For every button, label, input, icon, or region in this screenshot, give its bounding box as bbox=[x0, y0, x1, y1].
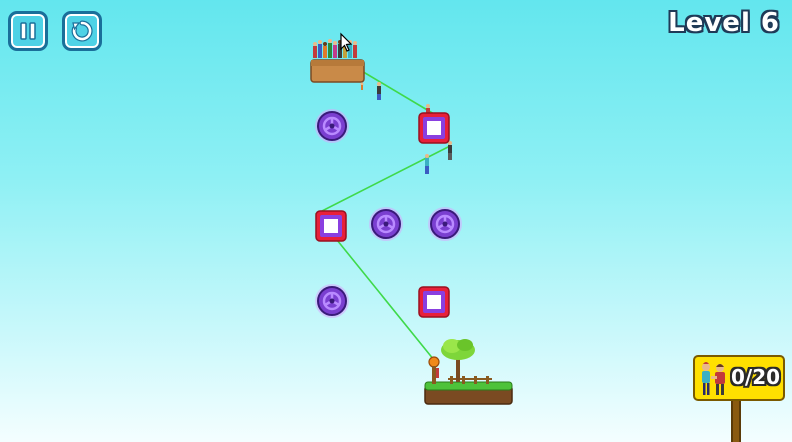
pause-icon bbox=[20, 22, 36, 40]
level-label: Level 6 bbox=[668, 8, 780, 38]
rope-anchor-block[interactable] bbox=[315, 210, 347, 242]
saw-blade bbox=[313, 282, 351, 320]
restart-icon bbox=[71, 20, 93, 42]
saw-blade bbox=[313, 107, 351, 145]
saw-blade bbox=[367, 205, 405, 243]
sliding-person bbox=[425, 154, 429, 174]
rope-anchor-block[interactable] bbox=[418, 286, 450, 318]
restart-button[interactable] bbox=[62, 11, 102, 51]
sliding-person bbox=[426, 104, 430, 114]
tree bbox=[441, 339, 475, 382]
sliding-person bbox=[360, 82, 364, 90]
saw-blade bbox=[426, 205, 464, 243]
crowd-of-people bbox=[313, 39, 357, 58]
rescued-count-text: 0/20 bbox=[731, 365, 781, 389]
sliding-person bbox=[377, 82, 381, 100]
sign-post bbox=[731, 400, 741, 442]
rope-post bbox=[428, 356, 440, 384]
people-group-icon bbox=[702, 362, 725, 395]
goal-platform bbox=[424, 339, 513, 405]
rescued-counter: 0/20 bbox=[693, 355, 785, 401]
rope-anchor-block[interactable] bbox=[418, 112, 450, 144]
fence bbox=[448, 376, 492, 384]
sliding-person bbox=[448, 141, 452, 160]
mouse-cursor-icon bbox=[340, 32, 353, 52]
start-platform bbox=[310, 39, 365, 83]
pause-button[interactable] bbox=[8, 11, 48, 51]
